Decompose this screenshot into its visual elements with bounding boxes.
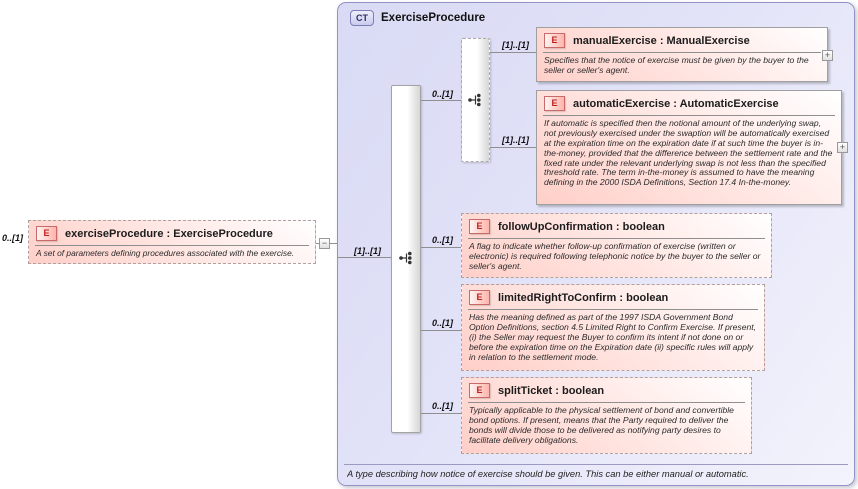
expand-button[interactable]: + — [837, 142, 848, 153]
element-icon: E — [469, 290, 490, 305]
element-description: Has the meaning defined as part of the 1… — [469, 312, 757, 362]
entry-cardinality: [1]..[1] — [354, 246, 381, 256]
element-title: followUpConfirmation : boolean — [498, 220, 665, 233]
manualExercise-cardinality: [1]..[1] — [502, 40, 529, 50]
element-header: E exerciseProcedure : ExerciseProcedure — [29, 221, 315, 244]
sequence-icon — [399, 251, 412, 265]
element-header: E splitTicket : boolean — [462, 378, 751, 401]
connector-line — [338, 257, 391, 258]
element-description: Typically applicable to the physical set… — [469, 405, 734, 445]
complex-type-title: ExerciseProcedure — [381, 12, 486, 24]
element-description: Specifies that the notice of exercise mu… — [544, 55, 809, 75]
choice-cardinality: 0..[1] — [432, 89, 454, 99]
connector-line — [421, 100, 461, 101]
element-title: splitTicket : boolean — [498, 384, 605, 397]
element-icon: E — [469, 383, 490, 398]
followUpConfirmation-cardinality: 0..[1] — [432, 235, 454, 245]
element-title: exerciseProcedure : ExerciseProcedure — [65, 227, 273, 240]
choice-indicator[interactable] — [461, 38, 490, 162]
automaticExercise-cardinality: [1]..[1] — [502, 135, 529, 145]
element-box-exerciseProcedure[interactable]: E exerciseProcedure : ExerciseProcedure … — [28, 220, 316, 264]
expand-button[interactable]: + — [822, 50, 833, 61]
divider — [468, 238, 765, 239]
element-title: limitedRightToConfirm : boolean — [498, 291, 669, 304]
element-title: automaticExercise : AutomaticExercise — [573, 97, 779, 110]
choice-icon — [468, 93, 481, 107]
element-box-splitTicket[interactable]: E splitTicket : boolean Typically applic… — [461, 377, 752, 454]
complex-type-header: CT ExerciseProcedure — [350, 10, 485, 26]
complex-type-annotation: A type describing how notice of exercise… — [347, 469, 749, 479]
element-box-automaticExercise[interactable]: E automaticExercise : AutomaticExercise … — [536, 90, 842, 205]
element-icon: E — [469, 219, 490, 234]
element-box-limitedRightToConfirm[interactable]: E limitedRightToConfirm : boolean Has th… — [461, 284, 765, 371]
connector-line — [421, 413, 461, 414]
divider — [35, 245, 309, 246]
connector-line — [421, 330, 461, 331]
divider — [468, 309, 758, 310]
element-box-manualExercise[interactable]: E manualExercise : ManualExercise Specif… — [536, 27, 828, 82]
limitedRightToConfirm-cardinality: 0..[1] — [432, 318, 454, 328]
element-description: A flag to indicate whether follow-up con… — [469, 241, 761, 271]
element-description: If automatic is specified then the notio… — [544, 118, 833, 188]
divider — [543, 52, 821, 53]
element-icon: E — [544, 96, 565, 111]
complex-type-icon: CT — [350, 10, 374, 26]
connector-line — [421, 247, 461, 248]
element-icon: E — [36, 226, 57, 241]
divider — [344, 464, 848, 465]
root-cardinality: 0..[1] — [2, 233, 24, 243]
element-header: E followUpConfirmation : boolean — [462, 214, 771, 237]
element-description: A set of parameters defining procedures … — [36, 248, 295, 258]
element-header: E limitedRightToConfirm : boolean — [462, 285, 764, 308]
element-header: E manualExercise : ManualExercise — [537, 28, 827, 51]
divider — [468, 402, 745, 403]
connector-line — [490, 147, 536, 148]
element-title: manualExercise : ManualExercise — [573, 34, 750, 47]
splitTicket-cardinality: 0..[1] — [432, 401, 454, 411]
connector-line — [490, 52, 536, 53]
element-icon: E — [544, 33, 565, 48]
divider — [543, 115, 835, 116]
element-header: E automaticExercise : AutomaticExercise — [537, 91, 841, 114]
element-box-followUpConfirmation[interactable]: E followUpConfirmation : boolean A flag … — [461, 213, 772, 278]
collapse-button[interactable]: − — [319, 238, 330, 249]
